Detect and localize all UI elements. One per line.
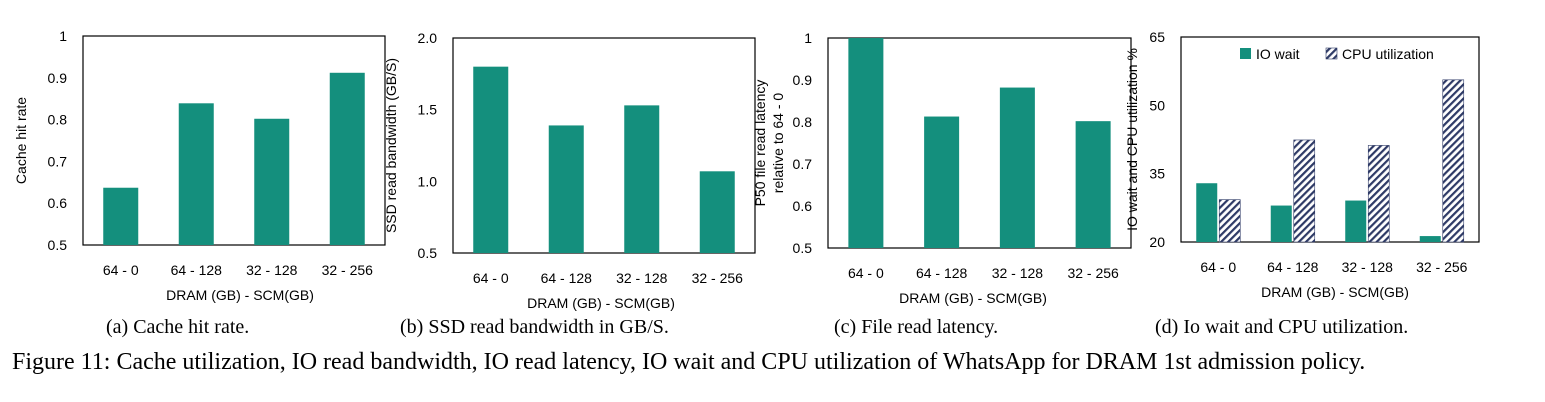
caption-b: (b) SSD read bandwidth in GB/S. [400,316,669,338]
bar-value-3 [699,171,735,253]
plot-frame [82,35,386,246]
x-tick-label: 64 - 128 [171,262,223,278]
y-tick-label: 65 [1149,29,1165,45]
y-tick-label: 1 [59,28,67,44]
x-tick-label: 32 - 128 [616,270,668,286]
x-tick-label: 64 - 0 [1200,259,1236,275]
plot-frame [827,37,1132,249]
x-tick-label: 32 - 128 [1342,259,1394,275]
bar-cpu-utilization-1 [1293,139,1316,243]
bar-io-wait-2 [1345,200,1367,242]
y-tick-label: 0.8 [48,112,68,128]
bar-cpu-utilization-3 [1442,79,1465,243]
y-tick-label: 1.5 [418,102,438,118]
y-axis-label: P50 file read latency [752,80,768,207]
caption-a: (a) Cache hit rate. [106,316,250,338]
x-tick-label: 32 - 128 [246,262,298,278]
bar-io-wait-3 [1419,236,1441,242]
legend-swatch [1325,47,1338,60]
y-tick-label: 2.0 [418,30,438,46]
y-tick-label: 0.6 [48,195,68,211]
y-tick-label: 0.7 [793,156,813,172]
x-tick-label: 64 - 0 [473,270,509,286]
y-tick-label: 0.6 [793,198,813,214]
y-axis-label: SSD read bandwidth (GB/S) [383,58,399,233]
figure-caption: Figure 11: Cache utilization, IO read ba… [12,349,1366,375]
x-tick-label: 64 - 0 [848,265,884,281]
x-tick-label: 32 - 128 [992,265,1044,281]
y-tick-label: 35 [1149,166,1165,182]
x-tick-label: 32 - 256 [692,270,744,286]
x-tick-label: 32 - 256 [322,262,374,278]
caption-d: (d) Io wait and CPU utilization. [1155,316,1409,338]
y-tick-label: 0.5 [418,245,438,261]
plot-frame [1180,36,1480,243]
bar-value-1 [178,103,214,245]
y-tick-label: 0.7 [48,153,68,169]
y-tick-label: 1 [804,30,812,46]
legend-label: CPU utilization [1342,46,1434,62]
bar-value-2 [999,87,1035,248]
x-tick-label: 32 - 256 [1067,265,1119,281]
bar-value-2 [254,118,290,245]
x-tick-label: 64 - 128 [541,270,593,286]
x-axis-label: DRAM (GB) - SCM(GB) [899,290,1047,306]
bar-value-3 [329,72,365,245]
x-tick-label: 64 - 128 [916,265,968,281]
bar-value-2 [624,105,660,253]
y-tick-label: 0.5 [793,240,813,256]
x-axis-label: DRAM (GB) - SCM(GB) [527,295,675,311]
chart-io-wait-cpu: 20 35 50 65 64 - 0 64 - 128 32 - 128 32 - 256DR… [1124,29,1480,300]
x-tick-label: 64 - 128 [1267,259,1319,275]
bar-cpu-utilization-2 [1367,145,1390,243]
bar-io-wait-0 [1196,183,1218,242]
y-tick-label: 0.9 [793,72,813,88]
bar-value-1 [548,125,584,253]
y-tick-label: 0.9 [48,70,68,86]
y-tick-label: 50 [1149,97,1165,113]
y-tick-label: 0.8 [793,114,813,130]
y-tick-label: 0.5 [48,237,68,253]
plot-frame [452,37,756,254]
bar-value-0 [848,38,884,248]
chart-cache-hit-rate: 0.5 0.6 0.7 0.8 0.9 1 64 - 0 64 - 128 32 - 128 32… [13,28,386,303]
y-axis-label: relative to 64 - 0 [770,93,786,194]
bar-value-1 [924,116,960,248]
x-tick-label: 32 - 256 [1416,259,1468,275]
chart-ssd-read-bandwidth: 0.5 1.0 1.5 2.0 64 - 0 64 - 128 32 - 128 32 - 2… [383,30,756,311]
bar-value-0 [103,187,139,245]
y-axis-label: IO wait and CPU utilization % [1124,48,1140,231]
chart-file-read-latency: 0.5 0.6 0.7 0.8 0.9 1 64 - 0 64 - 128 32 - 128 32… [752,30,1132,306]
y-tick-label: 20 [1149,234,1165,250]
x-axis-label: DRAM (GB) - SCM(GB) [1261,284,1409,300]
x-tick-label: 64 - 0 [103,262,139,278]
bar-io-wait-1 [1270,205,1292,242]
y-axis-label: Cache hit rate [13,97,29,184]
bar-value-3 [1075,121,1111,248]
caption-c: (c) File read latency. [834,316,999,338]
y-tick-label: 1.0 [418,173,438,189]
legend-label: IO wait [1256,46,1300,62]
bar-cpu-utilization-0 [1218,199,1241,243]
legend-swatch [1240,48,1251,59]
x-axis-label: DRAM (GB) - SCM(GB) [166,287,314,303]
bar-value-0 [473,66,509,254]
